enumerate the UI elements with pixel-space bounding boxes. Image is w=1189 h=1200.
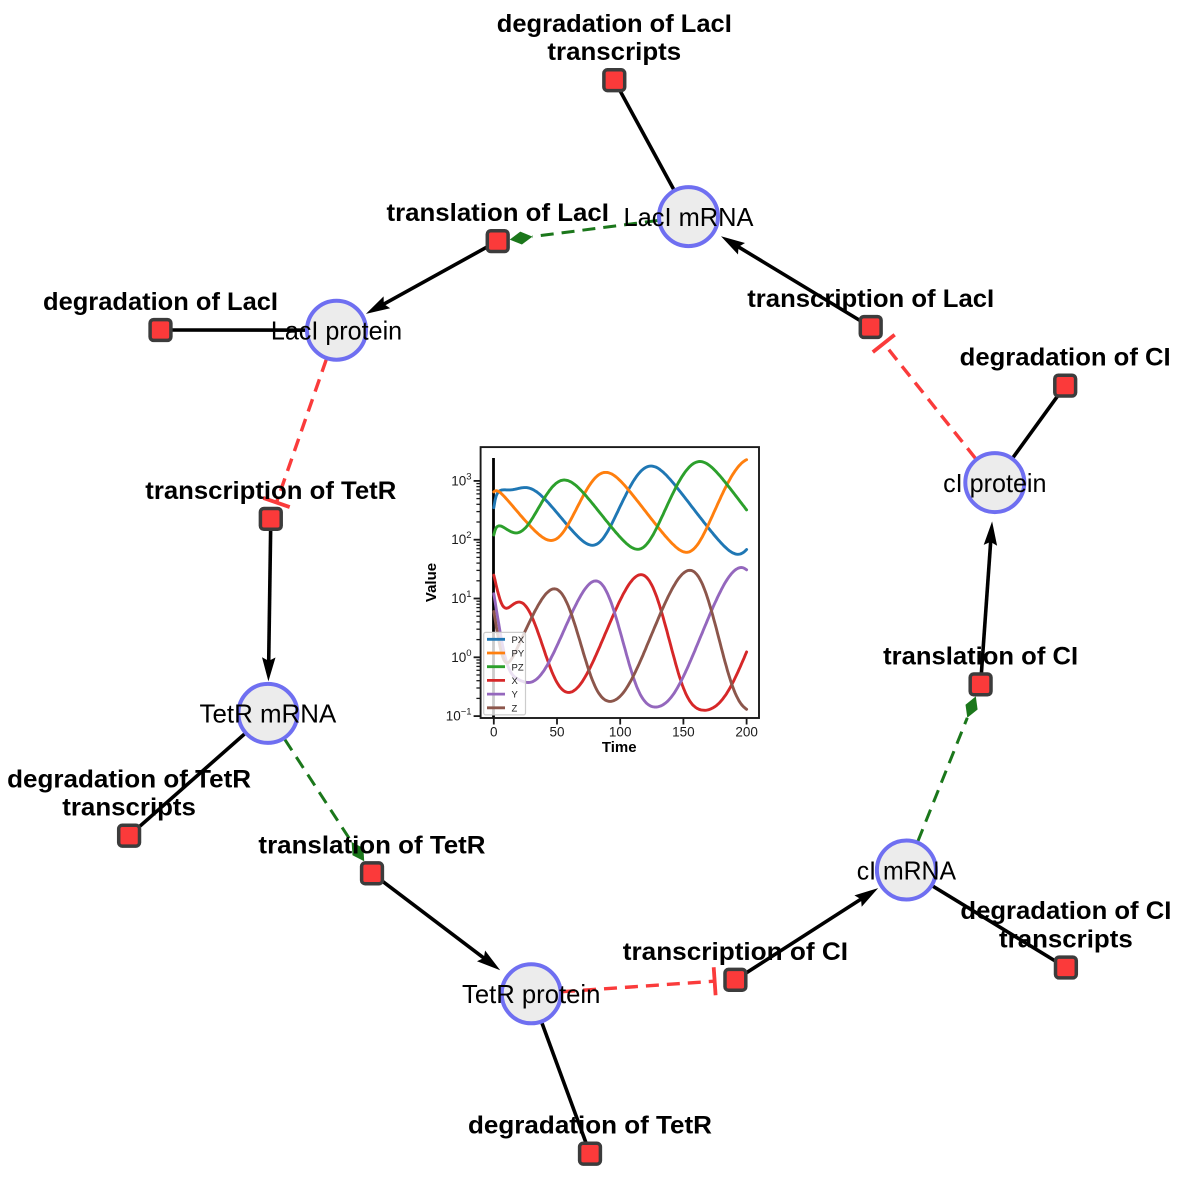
svg-text:Y: Y xyxy=(512,690,519,701)
svg-text:TetR mRNA: TetR mRNA xyxy=(200,701,337,729)
svg-text:TetR protein: TetR protein xyxy=(462,981,600,1009)
svg-text:PZ: PZ xyxy=(512,662,524,673)
svg-text:0: 0 xyxy=(490,725,498,740)
svg-text:Value: Value xyxy=(423,563,440,602)
svg-text:transcription of TetR: transcription of TetR xyxy=(145,478,396,505)
svg-text:transcription of LacI: transcription of LacI xyxy=(747,286,994,313)
svg-text:PX: PX xyxy=(512,635,525,646)
svg-text:50: 50 xyxy=(549,725,564,740)
svg-text:degradation of LacI: degradation of LacI xyxy=(497,11,732,38)
svg-text:translation of LacI: translation of LacI xyxy=(387,200,609,227)
svg-text:transcription of CI: transcription of CI xyxy=(623,939,848,966)
svg-text:X: X xyxy=(512,676,519,687)
svg-text:translation of CI: translation of CI xyxy=(883,643,1078,670)
svg-text:transcripts: transcripts xyxy=(62,795,196,822)
svg-text:200: 200 xyxy=(735,725,758,740)
svg-text:degradation of LacI: degradation of LacI xyxy=(43,289,278,316)
svg-text:LacI mRNA: LacI mRNA xyxy=(624,204,755,232)
svg-text:PY: PY xyxy=(512,649,525,660)
svg-text:cI mRNA: cI mRNA xyxy=(857,857,957,885)
svg-text:degradation of TetR: degradation of TetR xyxy=(7,766,251,793)
svg-text:degradation of TetR: degradation of TetR xyxy=(468,1113,712,1140)
svg-text:transcripts: transcripts xyxy=(999,927,1133,954)
svg-text:transcripts: transcripts xyxy=(547,39,681,66)
svg-text:LacI protein: LacI protein xyxy=(271,318,402,346)
svg-text:translation of TetR: translation of TetR xyxy=(258,832,485,859)
svg-text:150: 150 xyxy=(672,725,695,740)
svg-text:Z: Z xyxy=(512,703,518,714)
svg-text:100: 100 xyxy=(609,725,632,740)
svg-text:degradation of CI: degradation of CI xyxy=(960,345,1171,372)
svg-text:degradation of CI: degradation of CI xyxy=(960,898,1171,925)
svg-text:Time: Time xyxy=(602,739,637,756)
svg-text:cI protein: cI protein xyxy=(943,470,1046,498)
